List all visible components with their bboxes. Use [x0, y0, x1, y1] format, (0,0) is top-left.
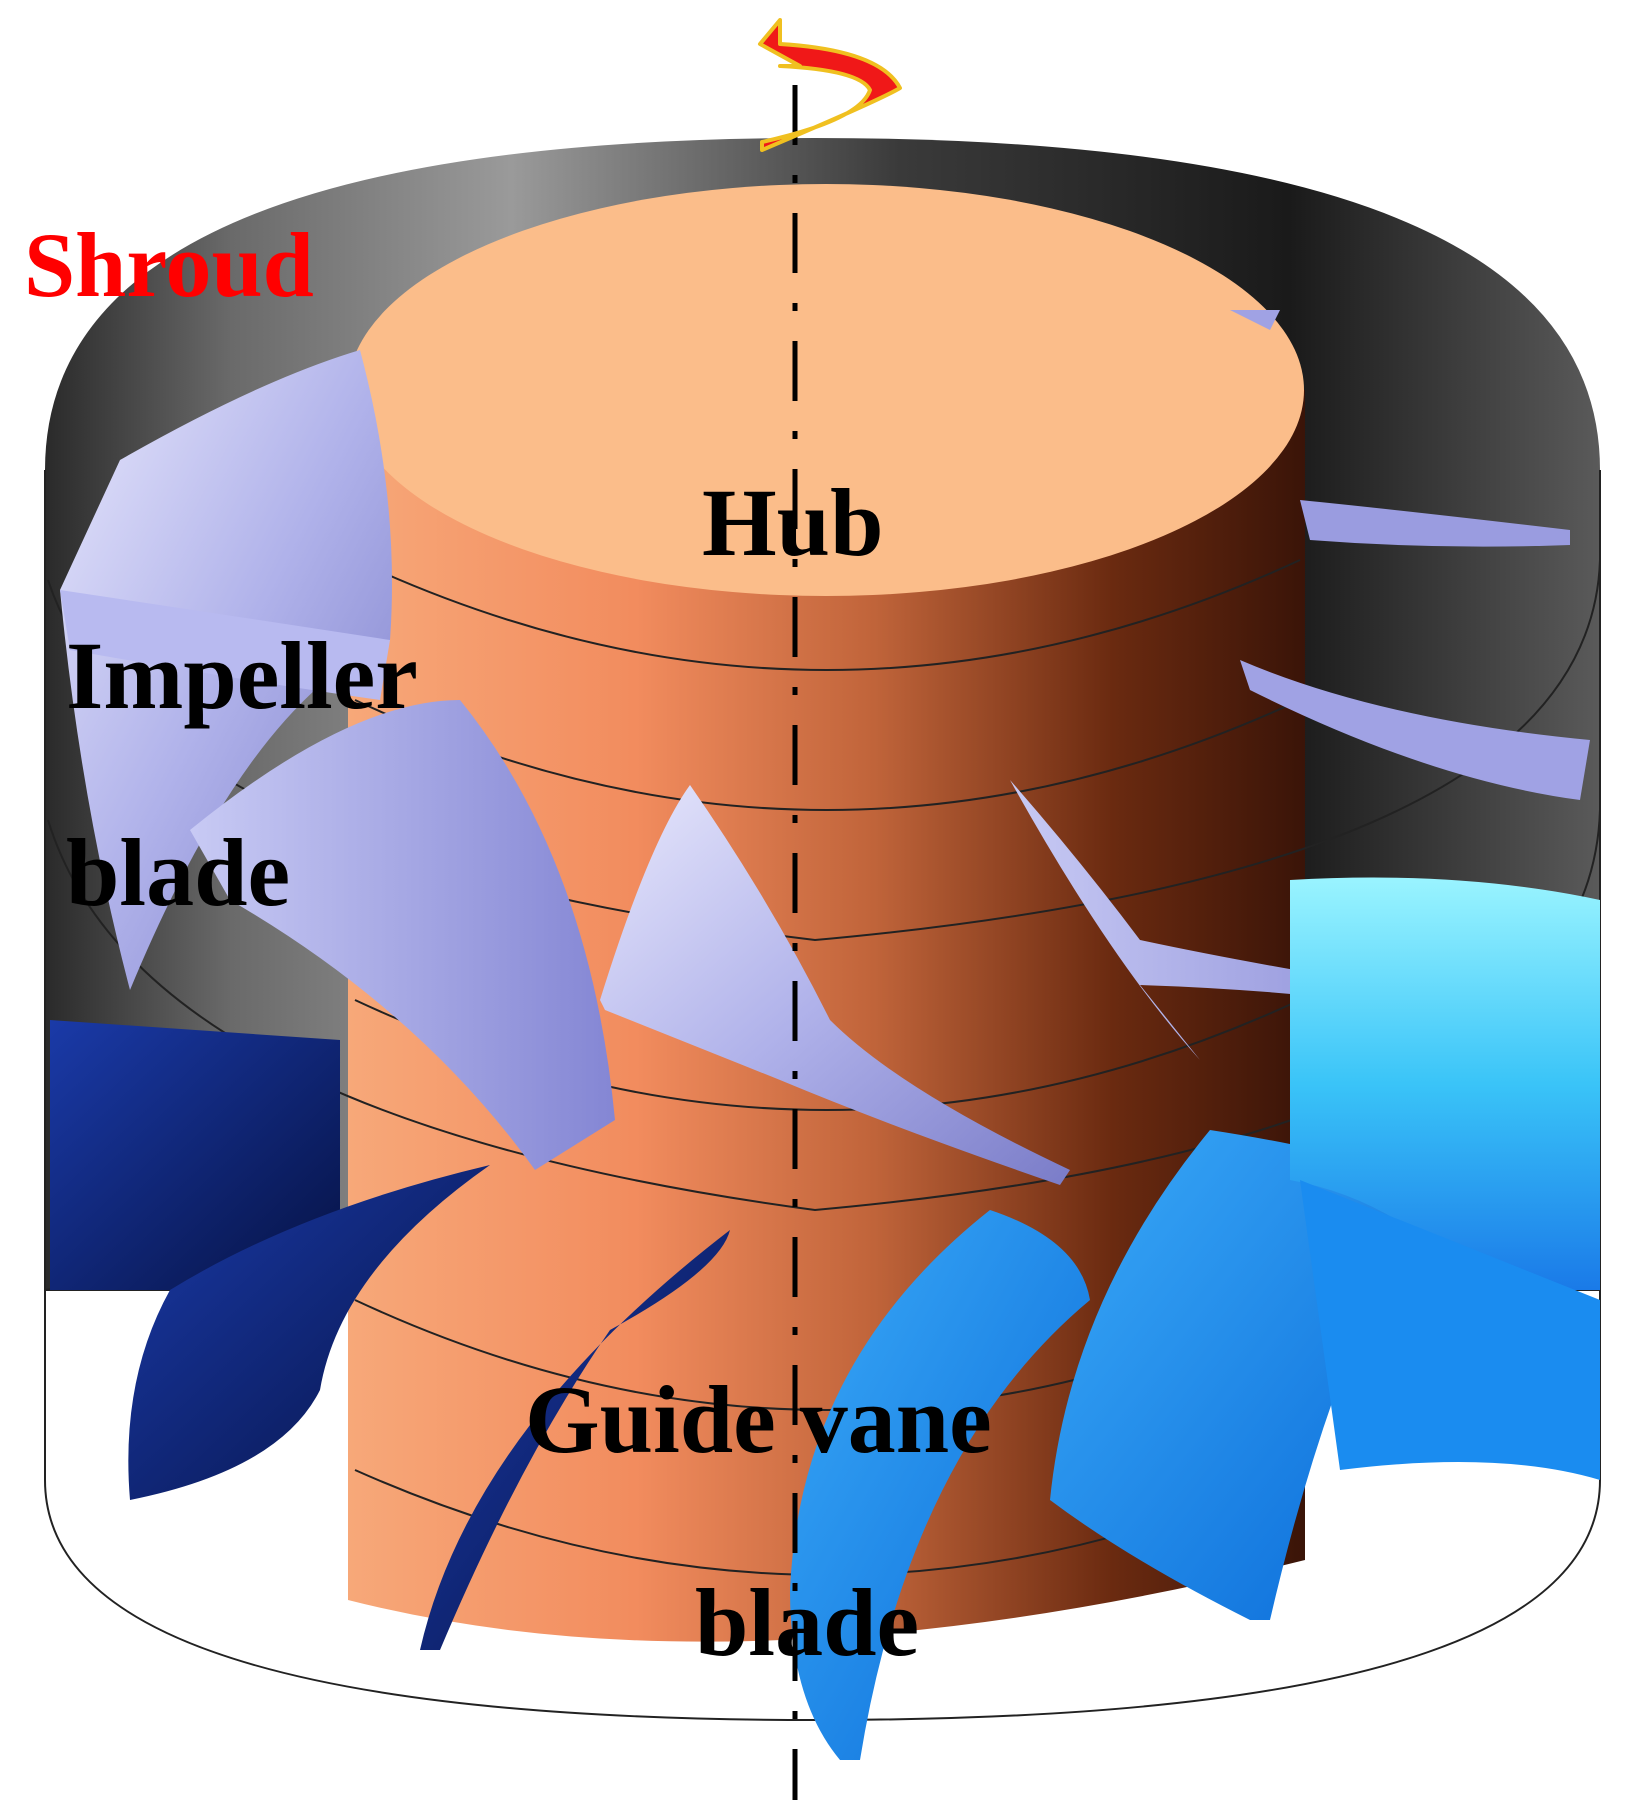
guide-vane-label-line2: blade — [695, 1569, 919, 1676]
guide-vane-blades — [50, 877, 1600, 1760]
impeller-blade — [60, 590, 390, 700]
rotation-arrow-icon — [758, 18, 902, 152]
impeller-blade-label-line1: Impeller — [66, 622, 418, 729]
guide-vane-blade — [420, 1230, 730, 1650]
hub-label: Hub — [702, 469, 883, 576]
impeller-blade — [1300, 500, 1570, 547]
impeller-blade — [1230, 310, 1280, 330]
shroud-label: Shroud — [24, 214, 314, 316]
guide-vane-blade — [1290, 877, 1600, 1290]
guide-vane-blade — [1300, 1180, 1600, 1480]
impeller-blades — [60, 310, 1590, 1185]
impeller-blade — [1240, 660, 1590, 800]
guide-vane-blade — [128, 1165, 491, 1500]
impeller-blade — [600, 785, 1070, 1185]
impeller-blade — [190, 700, 615, 1170]
guide-vane-blade — [790, 1210, 1090, 1760]
guide-vane-blade — [50, 1020, 340, 1290]
guide-vane-label-line1: Guide vane — [525, 1366, 992, 1473]
impeller-blade-label-line2: blade — [66, 819, 290, 926]
